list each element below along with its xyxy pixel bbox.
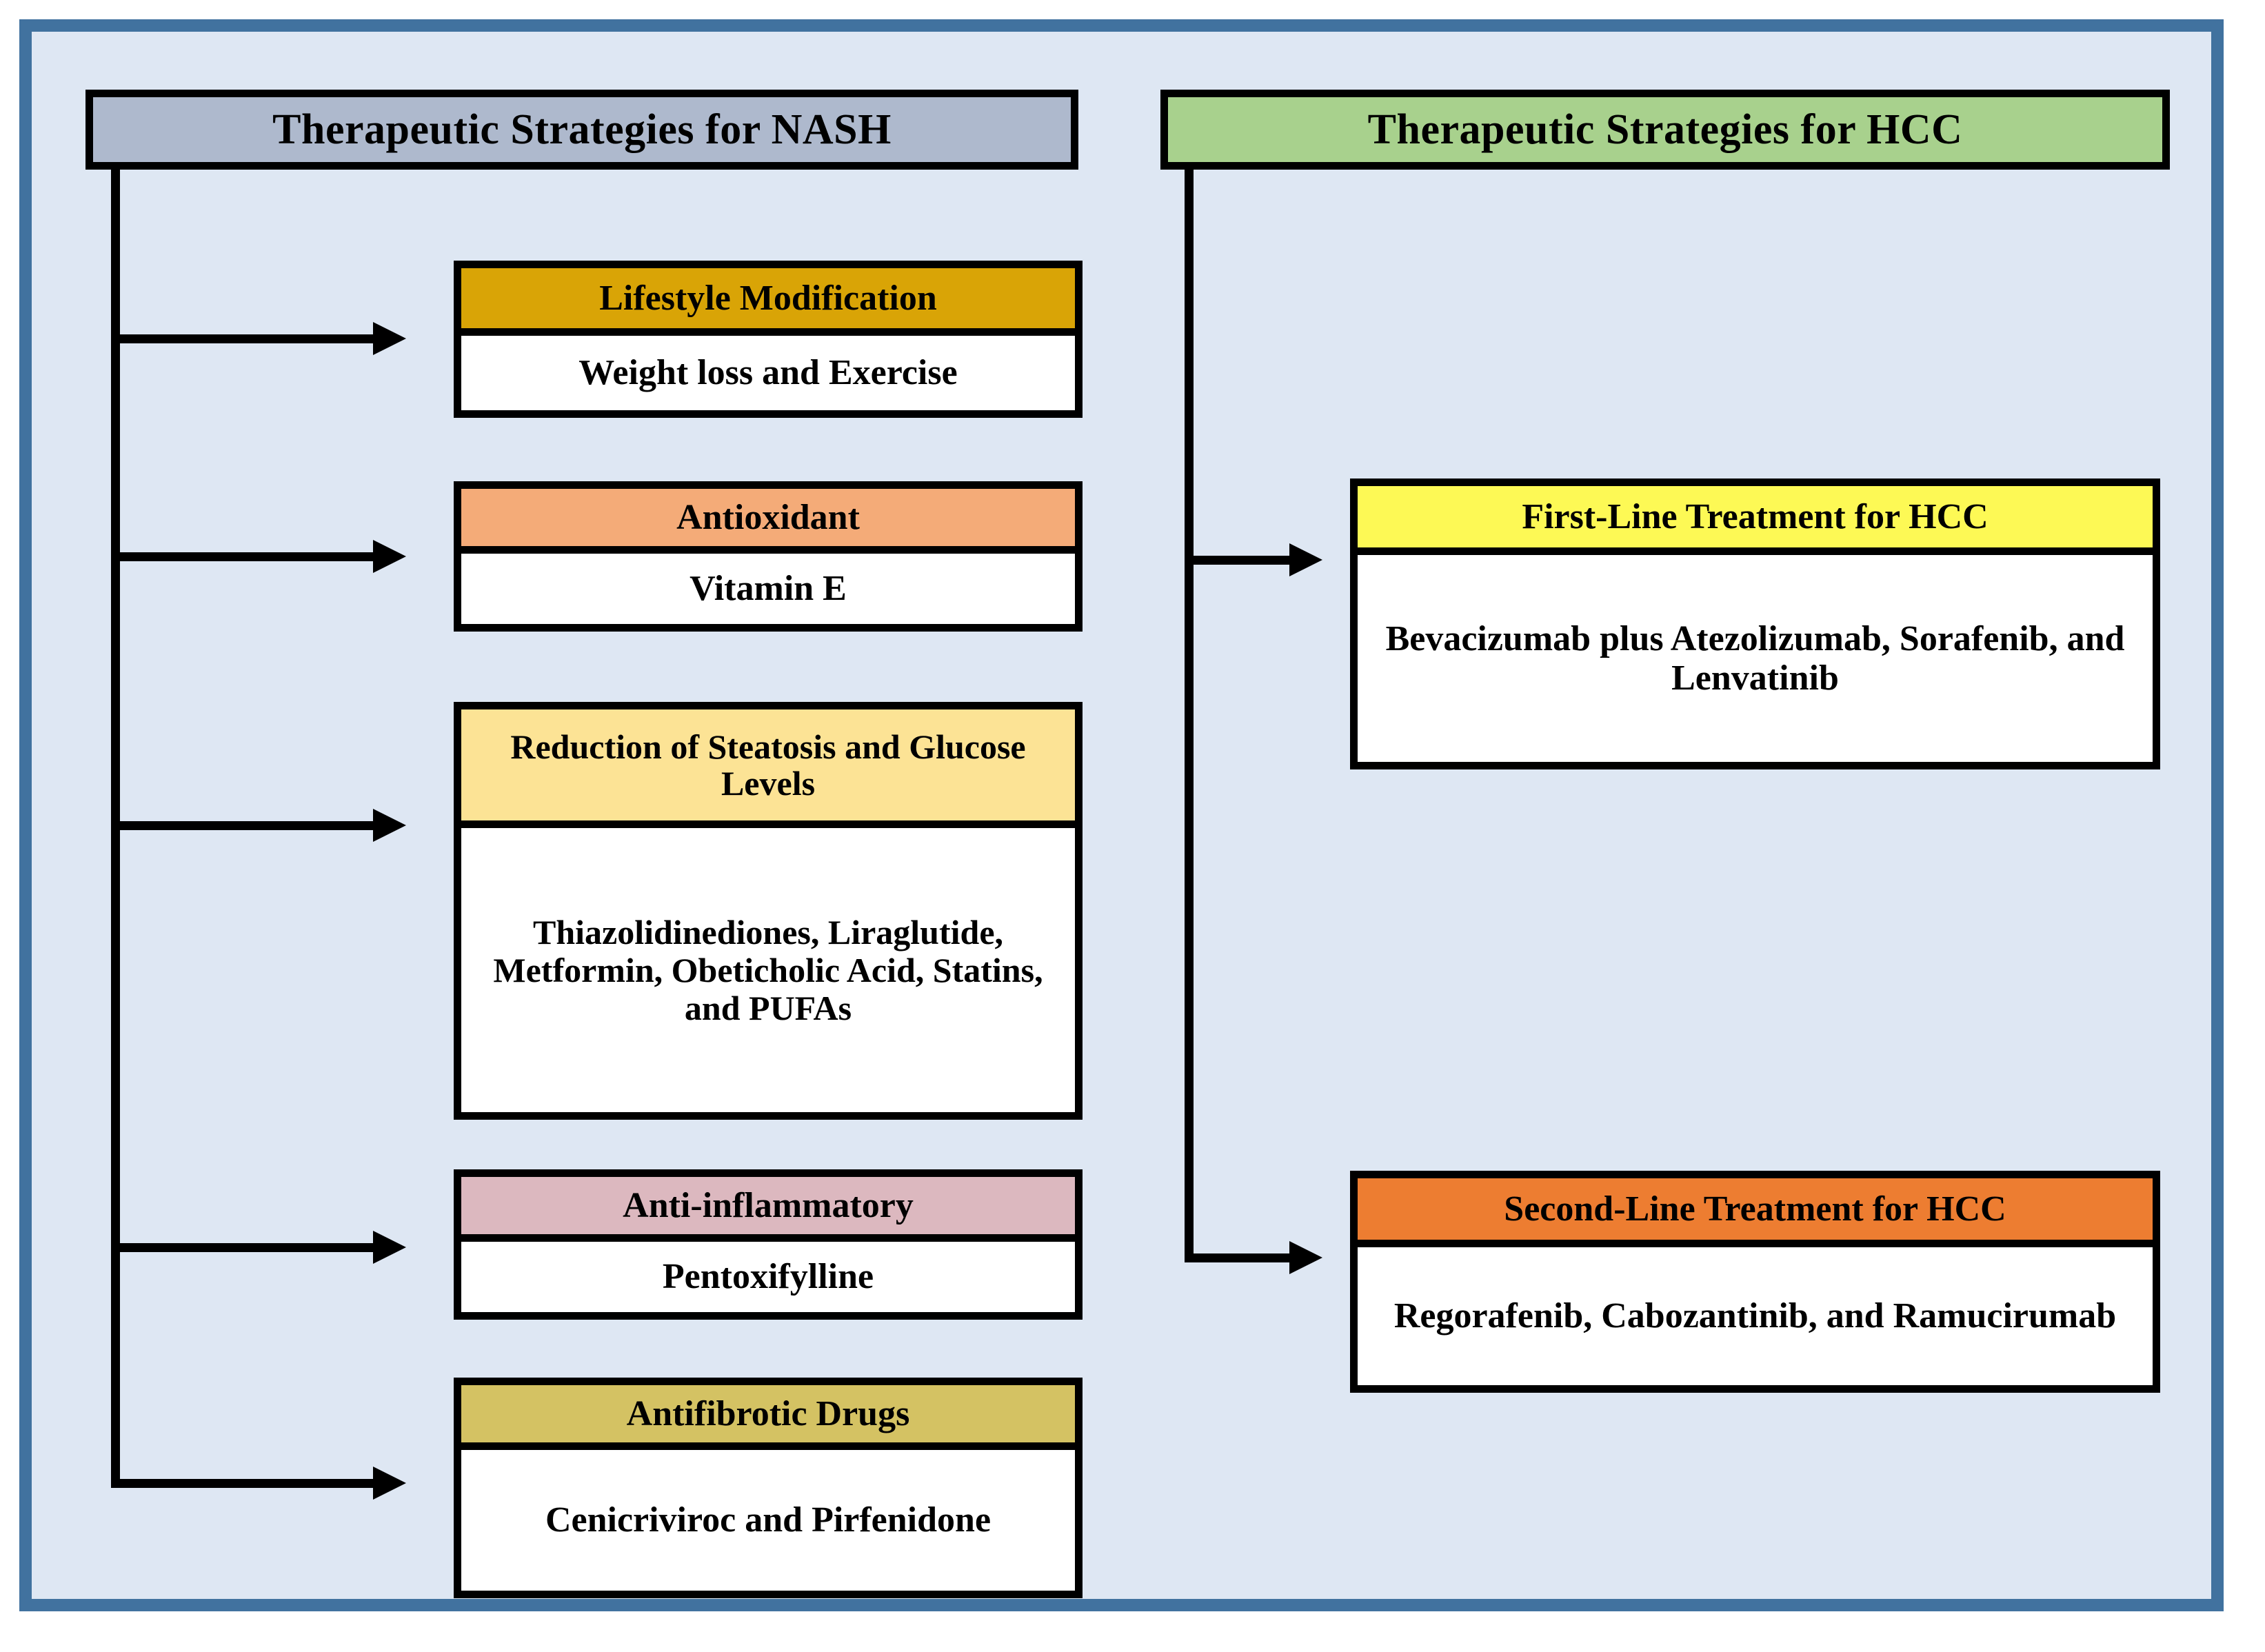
card-antifibrotic-drugs: Antifibrotic Drugs Cenicriviroc and Pirf… — [454, 1378, 1083, 1598]
connector-line-lifestyle — [111, 334, 379, 343]
card-anti-inflammatory: Anti-inflammatory Pentoxifylline — [454, 1169, 1083, 1320]
card-title-anti-inflammatory: Anti-inflammatory — [461, 1177, 1075, 1242]
arrow-head-icon-antioxidant — [373, 540, 406, 573]
card-body-antioxidant: Vitamin E — [461, 554, 1075, 624]
connector-line-first-line — [1185, 556, 1295, 565]
column-header-hcc: Therapeutic Strategies for HCC — [1160, 90, 2170, 170]
arrow-head-icon-second-line — [1289, 1241, 1322, 1274]
connector-line-anti-inflammatory — [111, 1243, 379, 1252]
card-body-anti-inflammatory: Pentoxifylline — [461, 1242, 1075, 1312]
arrow-head-icon-steatosis — [373, 809, 406, 842]
card-title-first-line-treatment: First-Line Treatment for HCC — [1358, 486, 2153, 555]
card-reduction-of-steatosis: Reduction of Steatosis and Glucose Level… — [454, 702, 1083, 1120]
card-antioxidant: Antioxidant Vitamin E — [454, 481, 1083, 632]
card-title-antioxidant: Antioxidant — [461, 489, 1075, 554]
card-title-antifibrotic-drugs: Antifibrotic Drugs — [461, 1385, 1075, 1450]
card-body-first-line-treatment: Bevacizumab plus Atezolizumab, Sorafenib… — [1358, 555, 2153, 762]
card-second-line-treatment: Second-Line Treatment for HCC Regorafeni… — [1350, 1171, 2160, 1393]
connector-line-antifibrotic — [111, 1479, 379, 1488]
arrow-head-icon-lifestyle — [373, 322, 406, 355]
connector-line-second-line — [1185, 1253, 1295, 1262]
diagram-frame: Therapeutic Strategies for NASH Therapeu… — [19, 19, 2224, 1611]
arrow-head-icon-anti-inflammatory — [373, 1231, 406, 1264]
card-body-reduction-of-steatosis: Thiazolidinediones, Liraglutide, Metform… — [461, 828, 1075, 1112]
card-title-reduction-of-steatosis: Reduction of Steatosis and Glucose Level… — [461, 709, 1075, 828]
arrow-head-icon-antifibrotic — [373, 1467, 406, 1500]
card-body-second-line-treatment: Regorafenib, Cabozantinib, and Ramucirum… — [1358, 1247, 2153, 1385]
card-title-second-line-treatment: Second-Line Treatment for HCC — [1358, 1178, 2153, 1247]
card-body-antifibrotic-drugs: Cenicriviroc and Pirfenidone — [461, 1450, 1075, 1591]
card-title-lifestyle-modification: Lifestyle Modification — [461, 268, 1075, 336]
column-header-nash-label: Therapeutic Strategies for NASH — [272, 105, 892, 153]
connector-line-steatosis — [111, 821, 379, 830]
arrow-head-icon-first-line — [1289, 543, 1322, 576]
card-first-line-treatment: First-Line Treatment for HCC Bevacizumab… — [1350, 479, 2160, 769]
column-header-hcc-label: Therapeutic Strategies for HCC — [1367, 105, 1963, 153]
card-lifestyle-modification: Lifestyle Modification Weight loss and E… — [454, 261, 1083, 418]
connector-trunk-hcc — [1185, 170, 1194, 1262]
card-body-lifestyle-modification: Weight loss and Exercise — [461, 336, 1075, 410]
column-header-nash: Therapeutic Strategies for NASH — [85, 90, 1078, 170]
connector-line-antioxidant — [111, 552, 379, 561]
